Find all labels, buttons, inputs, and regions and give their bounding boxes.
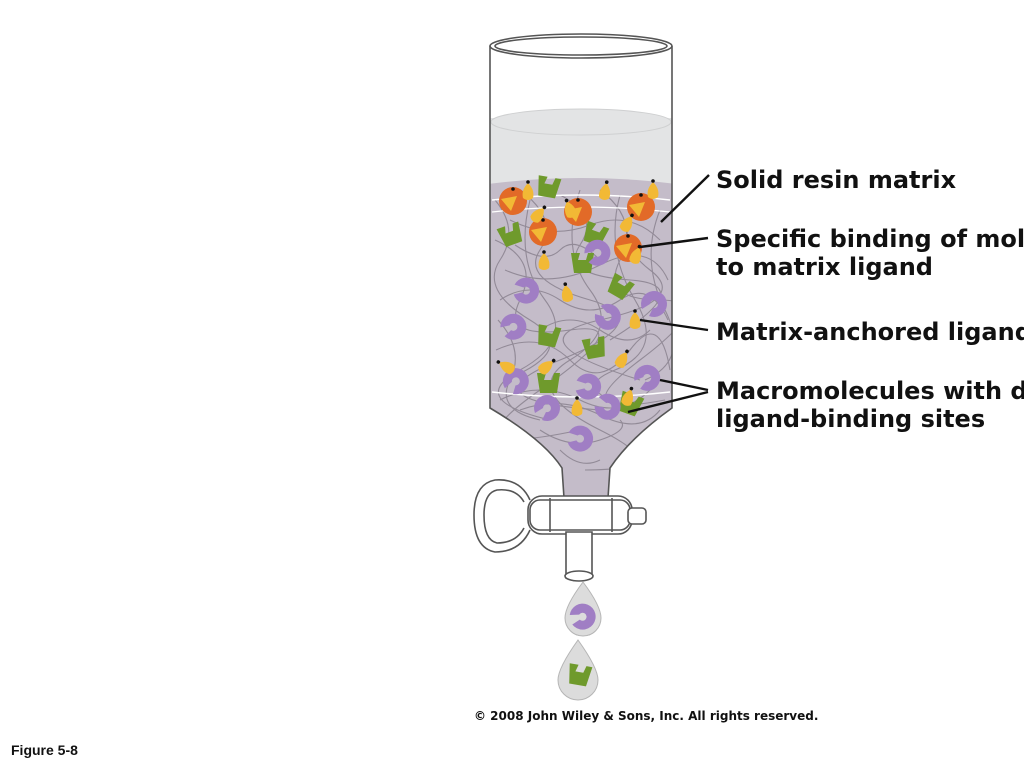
yellow-ligand-icon xyxy=(530,205,547,223)
stopcock-tip xyxy=(627,507,647,525)
copyright-notice: © 2008 John Wiley & Sons, Inc. All right… xyxy=(474,709,818,723)
stopcock[interactable] xyxy=(473,479,647,582)
green-molecule-icon xyxy=(583,220,610,247)
label-specific-binding-1: Specific binding of molecu xyxy=(716,225,1024,253)
yellow-ligand-icon xyxy=(538,250,550,270)
purple-molecule-icon xyxy=(534,395,560,421)
purple-molecule-icon xyxy=(594,393,621,420)
yellow-ligand-icon xyxy=(629,309,641,329)
orange-bead-icon xyxy=(627,193,655,221)
yellow-ligand-icon xyxy=(619,213,634,232)
purple-molecule-icon xyxy=(567,425,594,452)
yellow-ligand-icon xyxy=(538,358,556,375)
green-molecule-icon xyxy=(569,663,593,687)
purple-molecule-icon xyxy=(569,603,596,630)
green-molecule-icon xyxy=(538,324,562,348)
yellow-ligand-icon xyxy=(496,360,515,375)
green-molecule-icon xyxy=(496,221,523,248)
leader-solid-resin xyxy=(660,174,710,223)
green-molecule-icon xyxy=(538,175,562,199)
label-macromolecules-2: ligand-binding sites xyxy=(716,405,985,433)
leader-matrix-ligand xyxy=(639,318,709,332)
orange-bead-icon xyxy=(499,187,527,215)
stopcock-body xyxy=(527,495,633,535)
droplet-purple xyxy=(564,581,602,637)
leader-specific-binding xyxy=(639,236,709,249)
label-macromolecules-1: Macromolecules with diffe xyxy=(716,377,1024,405)
callout-lines xyxy=(627,174,710,414)
orange-bead-icon xyxy=(529,218,557,246)
purple-molecule-icon xyxy=(641,291,667,317)
chromatography-column xyxy=(489,33,673,499)
droplets xyxy=(557,581,602,701)
purple-molecule-icon xyxy=(634,364,661,391)
yellow-ligand-icon xyxy=(614,349,629,368)
label-solid-resin: Solid resin matrix xyxy=(716,166,957,194)
molecules-layer xyxy=(496,175,667,452)
column-body xyxy=(489,46,565,499)
yellow-ligand-icon xyxy=(564,198,577,218)
droplet-green xyxy=(557,639,599,701)
green-molecule-icon xyxy=(607,272,635,301)
green-molecule-icon xyxy=(537,373,560,393)
purple-molecule-icon xyxy=(502,368,529,395)
yellow-ligand-icon xyxy=(522,180,534,200)
purple-molecule-icon xyxy=(500,313,527,340)
figure-number: Figure 5-8 xyxy=(11,742,78,758)
purple-molecule-icon xyxy=(594,303,621,330)
yellow-ligand-icon xyxy=(571,396,583,416)
purple-molecule-icon xyxy=(513,277,540,304)
purple-molecule-icon xyxy=(584,239,611,266)
leader-macromolecules-b xyxy=(627,390,709,414)
label-specific-binding-2: to matrix ligand xyxy=(716,253,933,281)
yellow-ligand-icon xyxy=(561,282,573,302)
green-molecule-icon xyxy=(581,336,605,360)
label-matrix-ligand: Matrix-anchored ligand xyxy=(716,318,1024,346)
purple-molecule-icon xyxy=(575,373,602,400)
yellow-ligand-icon xyxy=(647,179,659,199)
yellow-ligand-icon xyxy=(599,180,611,200)
leader-macromolecules-a xyxy=(659,378,709,392)
green-molecule-icon xyxy=(571,253,594,273)
yellow-ligand-icon xyxy=(621,386,634,406)
